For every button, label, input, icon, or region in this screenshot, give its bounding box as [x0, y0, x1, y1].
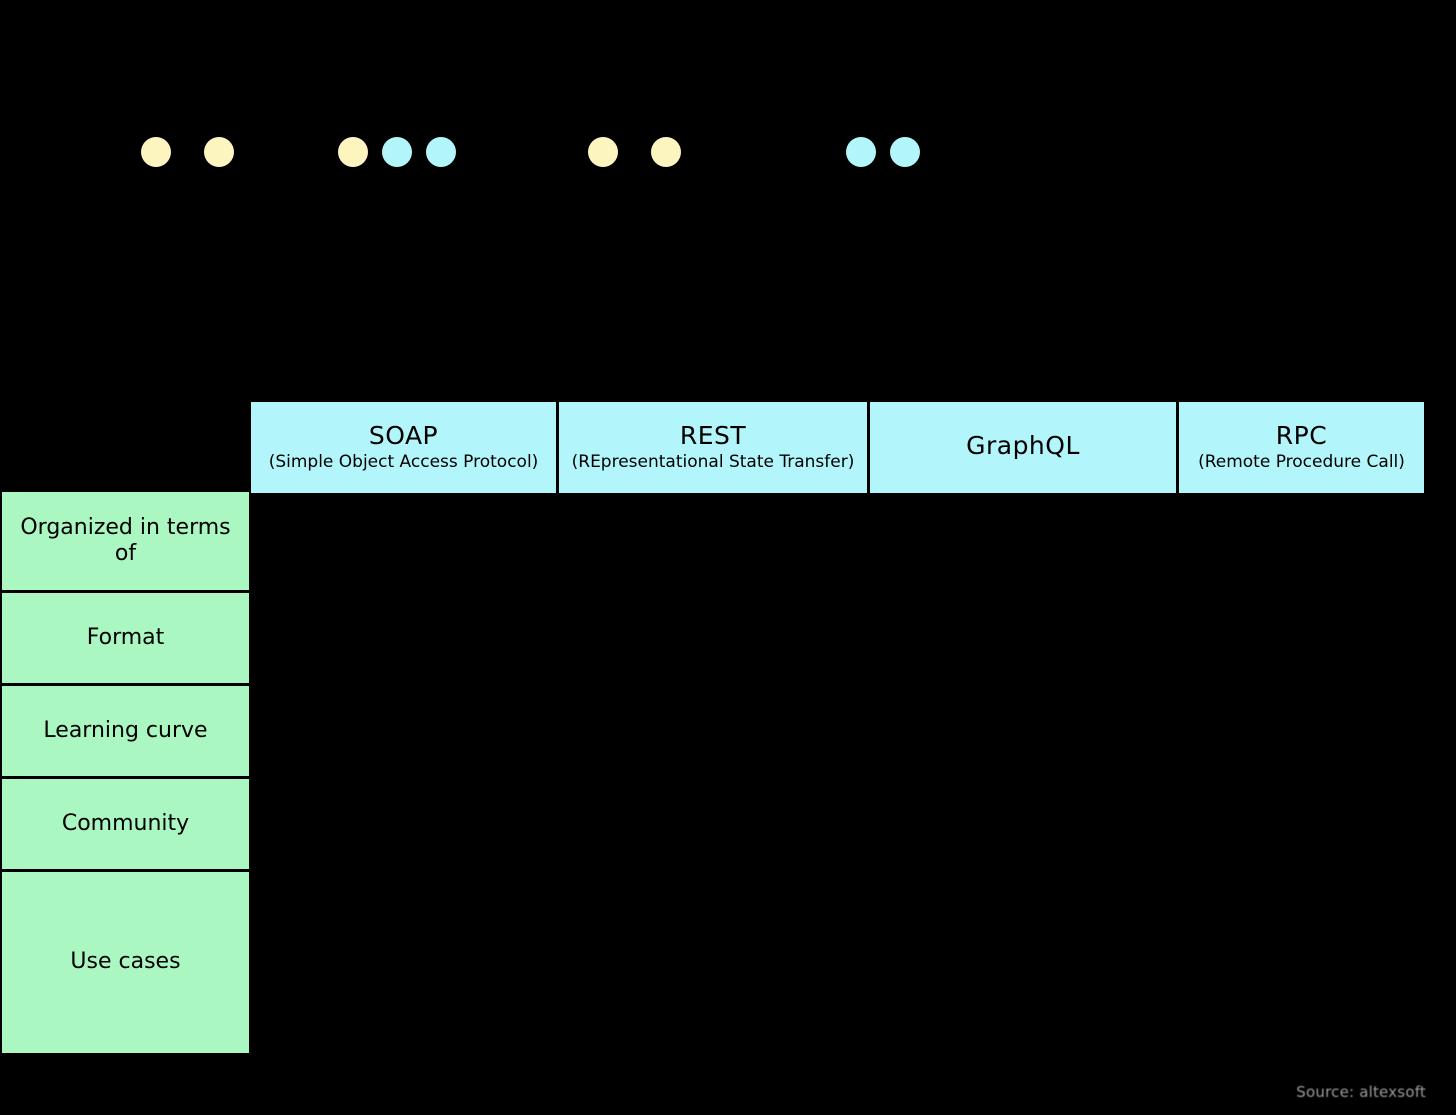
source-credit: Source: altexsoft — [1296, 1083, 1426, 1101]
dot-yellow-icon — [588, 137, 618, 167]
column-subtitle: (Remote Procedure Call) — [1198, 452, 1405, 473]
column-subtitle: (Simple Object Access Protocol) — [268, 452, 539, 473]
column-header-soap: SOAP (Simple Object Access Protocol) — [249, 400, 557, 495]
dot-cyan-icon — [382, 137, 412, 167]
dot-cluster-4 — [846, 137, 920, 167]
dot-yellow-icon — [651, 137, 681, 167]
criteria-row-label: Learning curve — [0, 684, 251, 777]
dot-cluster-1 — [141, 137, 234, 167]
dot-yellow-icon — [338, 137, 368, 167]
dot-yellow-icon — [141, 137, 171, 167]
dot-yellow-icon — [204, 137, 234, 167]
criteria-row-label: Community — [0, 777, 251, 870]
dot-cyan-icon — [890, 137, 920, 167]
column-title: RPC — [1275, 421, 1328, 451]
criteria-row-label: Format — [0, 591, 251, 684]
dot-cyan-icon — [426, 137, 456, 167]
column-title: GraphQL — [966, 431, 1080, 460]
dot-cluster-2 — [338, 137, 456, 167]
column-header-rpc: RPC (Remote Procedure Call) — [1177, 400, 1426, 495]
dot-cluster-3 — [588, 137, 681, 167]
column-header-graphql: GraphQL — [868, 400, 1177, 495]
dot-cyan-icon — [846, 137, 876, 167]
table-header-row: SOAP (Simple Object Access Protocol) RES… — [249, 400, 1426, 495]
column-header-rest: REST (REpresentational State Transfer) — [557, 400, 868, 495]
column-title: REST — [679, 421, 747, 451]
column-title: SOAP — [368, 421, 439, 451]
criteria-column: Organized in terms of Format Learning cu… — [0, 490, 251, 1055]
criteria-row-label: Organized in terms of — [0, 490, 251, 591]
decorative-dot-row — [0, 137, 1456, 179]
column-subtitle: (REpresentational State Transfer) — [571, 452, 855, 473]
criteria-row-label: Use cases — [0, 870, 251, 1055]
